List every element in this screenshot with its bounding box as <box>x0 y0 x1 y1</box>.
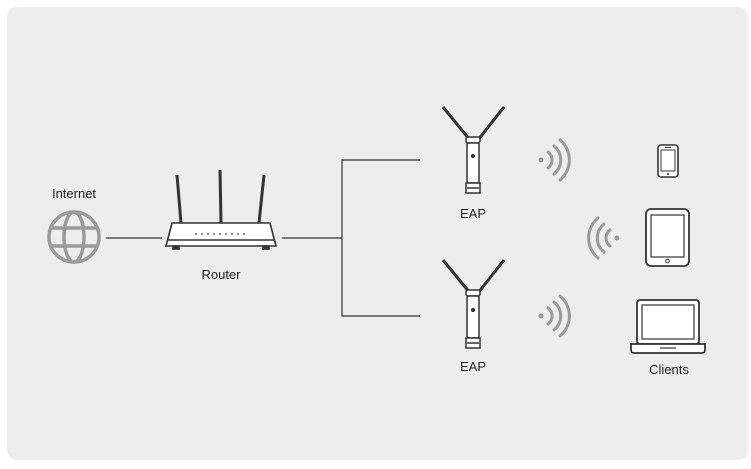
eap-bottom-label: EAP <box>459 359 487 374</box>
eap-top-icon <box>441 106 506 194</box>
tablet-icon <box>645 208 690 267</box>
router-label: Router <box>201 267 241 282</box>
eap-bottom-icon <box>441 259 506 349</box>
eap-top-label: EAP <box>459 206 487 221</box>
globe-icon <box>47 210 101 264</box>
clients-label: Clients <box>649 362 689 377</box>
wifi-signal-icon <box>538 138 571 182</box>
wifi-signal-icon <box>538 294 571 338</box>
wifi-signal-icon <box>587 216 620 260</box>
diagram-panel <box>7 7 748 460</box>
laptop-icon <box>630 299 706 354</box>
hub-eap-top-link <box>341 159 420 238</box>
smartphone-icon <box>657 144 679 178</box>
router-icon <box>164 169 278 250</box>
connection-lines <box>106 159 420 317</box>
internet-label: Internet <box>51 186 97 201</box>
hub-eap-bottom-link <box>341 238 420 317</box>
